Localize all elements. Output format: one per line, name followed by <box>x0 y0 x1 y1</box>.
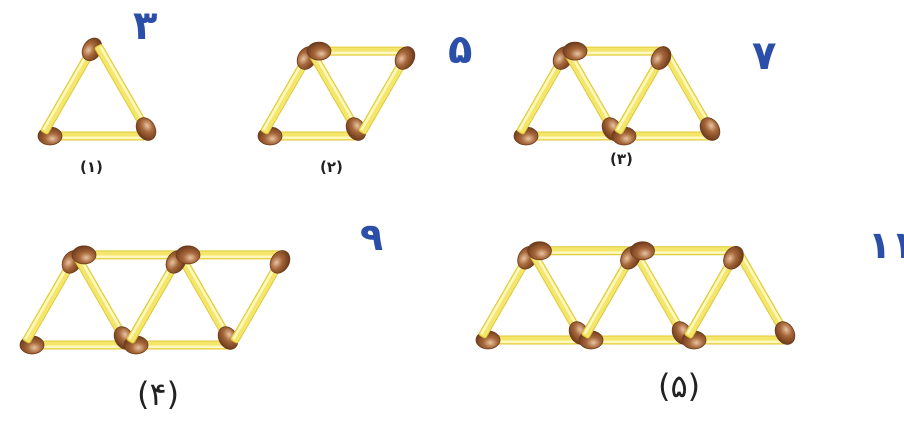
matchstick-10 <box>527 241 631 261</box>
matchstick-6 <box>178 256 239 350</box>
matchstick-7 <box>681 330 786 350</box>
matchstick-4 <box>306 41 406 61</box>
figure-4-caption: (۴) <box>137 375 180 413</box>
figure-3-caption: (۳) <box>610 150 633 168</box>
matchstick-3 <box>94 44 157 141</box>
match-head <box>394 46 416 70</box>
figure-5-matchsticks <box>475 241 796 350</box>
matchstick-10 <box>230 250 291 344</box>
matchstick-4 <box>578 330 683 350</box>
matchstick-1 <box>37 126 147 146</box>
matchstick-8 <box>614 46 672 135</box>
match-head <box>650 46 672 70</box>
figure-2-caption: (۲) <box>320 158 343 176</box>
matchstick-4 <box>611 126 711 146</box>
matchstick-3 <box>309 52 367 141</box>
match-head <box>306 41 332 61</box>
matchstick-1 <box>257 126 357 146</box>
figure-3-matchsticks <box>513 41 721 146</box>
figure-1-count: ۳ <box>133 3 158 49</box>
matchstick-9 <box>736 252 796 345</box>
figure-2-count: ۵ <box>448 27 473 73</box>
matchstick-6 <box>663 52 721 141</box>
match-head <box>269 250 291 274</box>
matchstick-11 <box>581 246 641 339</box>
matchstick-12 <box>630 241 734 261</box>
match-head <box>699 117 721 141</box>
matchstick-1 <box>475 330 580 350</box>
figure-3-count: ۷ <box>752 33 777 79</box>
matchstick-9 <box>175 245 281 265</box>
match-head <box>135 117 157 141</box>
figure-1-matchsticks <box>37 37 157 146</box>
matchstick-1 <box>19 335 125 355</box>
figure-5-count: ۱۱ <box>868 223 904 267</box>
matchstick-7 <box>562 41 662 61</box>
match-head <box>723 246 744 270</box>
matchstick-4 <box>123 335 229 355</box>
match-head <box>562 41 588 61</box>
match-head <box>774 321 796 345</box>
figure-1-caption: (۱) <box>80 158 103 176</box>
matchstick-1 <box>513 126 613 146</box>
matchstick-5 <box>358 46 416 135</box>
matchstick-13 <box>684 246 744 339</box>
figure-5-caption: (۵) <box>658 367 701 405</box>
figure-2-matchsticks <box>257 41 416 146</box>
matchstick-7 <box>71 245 177 265</box>
figure-4-matchsticks <box>19 245 291 355</box>
match-head <box>527 241 552 261</box>
match-head <box>175 245 201 265</box>
figure-4-count: ۹ <box>360 215 384 259</box>
match-head <box>630 241 655 261</box>
match-head <box>71 245 97 265</box>
